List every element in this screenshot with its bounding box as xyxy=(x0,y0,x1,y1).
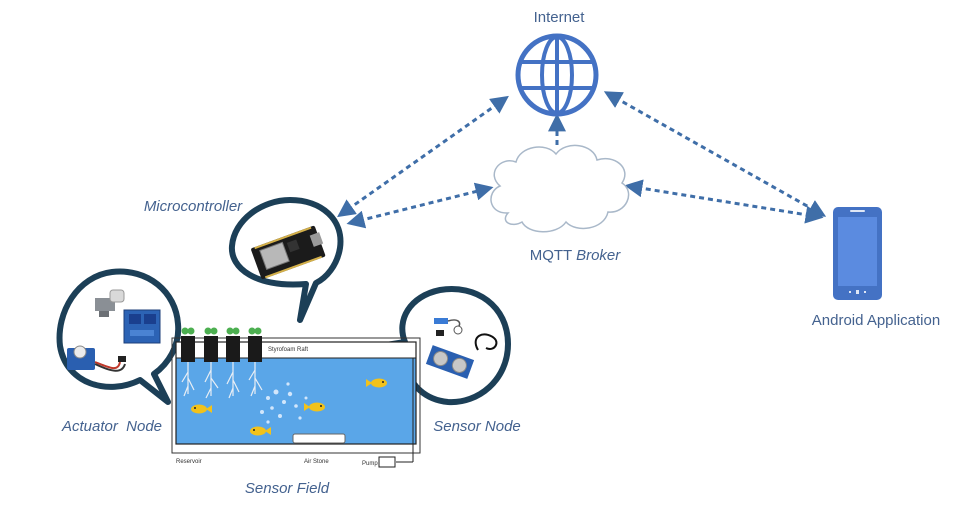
fish-group xyxy=(191,378,387,436)
ultrasonic-sensor-icon xyxy=(425,345,475,379)
air-stone xyxy=(292,433,346,444)
relay-module-icon xyxy=(123,309,161,344)
arrow-microcontroller-broker xyxy=(346,182,494,229)
air-stone-label: Air Stone xyxy=(304,459,329,465)
arrow-broker-android xyxy=(624,179,824,224)
solenoid-valve-icon xyxy=(95,289,125,317)
internet-label: Internet xyxy=(534,9,586,26)
microcontroller-label: Microcontroller xyxy=(144,198,243,215)
air-bubbles xyxy=(260,382,308,424)
fish-icon xyxy=(304,402,325,412)
mqtt-broker-label: MQTT Broker xyxy=(530,247,622,264)
fish-icon xyxy=(191,404,212,414)
fish-icon xyxy=(250,426,271,436)
actuator-node-label: Actuator Node xyxy=(61,418,162,435)
cloud-icon xyxy=(490,144,630,233)
reservoir-label: Reservoir xyxy=(176,459,202,465)
globe-icon xyxy=(515,33,599,117)
plant-icon xyxy=(248,327,262,362)
connections xyxy=(337,91,827,229)
temperature-probe-icon xyxy=(474,333,498,351)
arrow-internet-microcontroller xyxy=(337,95,509,218)
styrofoam-raft-label: Styrofoam Raft xyxy=(268,347,308,353)
plant-pots xyxy=(181,327,262,362)
fish-icon xyxy=(366,378,387,388)
smartphone-icon xyxy=(833,207,882,300)
esp8266-board-icon xyxy=(251,225,326,280)
sensor-field-label: Sensor Field xyxy=(245,480,330,497)
plant-icon xyxy=(204,327,218,362)
android-application-label: Android Application xyxy=(812,312,940,329)
arrow-internet-android xyxy=(603,91,827,217)
sensor-node-label: Sensor Node xyxy=(433,418,521,435)
plant-roots xyxy=(181,362,263,399)
pump-label: Pump xyxy=(362,461,378,467)
plant-icon xyxy=(181,327,195,362)
servo-icon xyxy=(67,345,126,372)
ph-sensor-icon xyxy=(434,318,463,336)
plant-icon xyxy=(226,327,240,362)
